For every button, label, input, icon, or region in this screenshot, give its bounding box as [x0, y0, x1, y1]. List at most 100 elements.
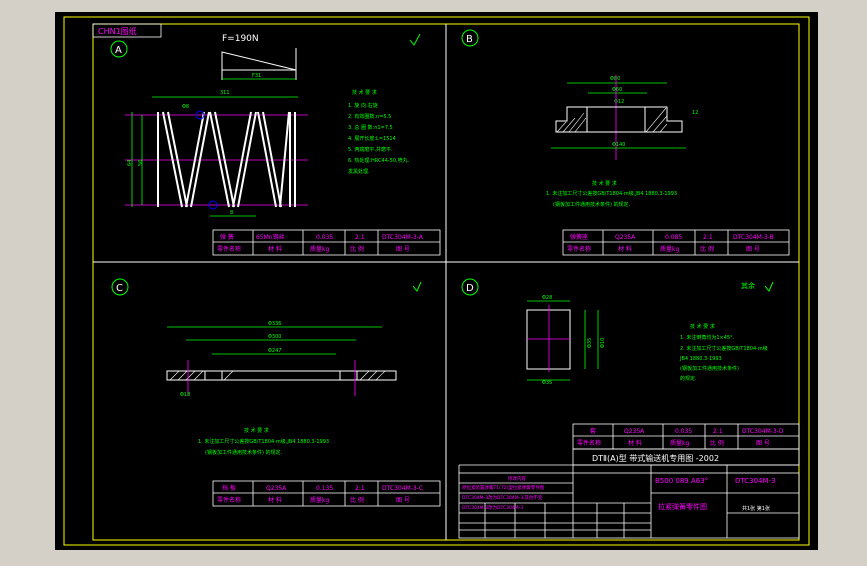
svg-text:图 号: 图 号 [756, 440, 770, 447]
svg-text:4. 展开长度:L=1514: 4. 展开长度:L=1514 [348, 135, 396, 142]
svg-text:DTC304M-3改为DTC304M-3,其他不变: DTC304M-3改为DTC304M-3,其他不变 [462, 494, 543, 501]
svg-text:弹簧座: 弹簧座 [570, 233, 588, 241]
svg-text:6. 热处理:HRC44-50,喷丸.: 6. 热处理:HRC44-50,喷丸. [348, 157, 410, 164]
dim-inner-d: 50 [138, 160, 144, 166]
svg-text:2. 有效圈数:n=5.5: 2. 有效圈数:n=5.5 [348, 113, 391, 120]
svg-text:0.035: 0.035 [316, 234, 333, 241]
svg-text:比 例: 比 例 [350, 496, 364, 504]
drawing-number: DTC304M-3 [735, 477, 776, 485]
svg-text:套: 套 [590, 427, 596, 435]
svg-text:修改内容: 修改内容 [508, 475, 526, 482]
svg-text:DTC304M-3-C: DTC304M-3-C [382, 485, 423, 492]
svg-text:材 料: 材 料 [618, 245, 632, 253]
dim-total: 311 [220, 90, 230, 96]
sleeve-outline [526, 309, 571, 370]
svg-text:1. 未注倒角均为1×45°.: 1. 未注倒角均为1×45°. [680, 334, 735, 341]
title-block-b: 弹簧座 Q235A 0.085 2:1 DTC304M-3-B 零件名称 材 料… [562, 229, 790, 256]
view-marker-d: D [461, 278, 479, 296]
dim-outer-d: 64 [127, 160, 133, 166]
dim-f-len: F31 [252, 73, 261, 79]
main-title-block [458, 423, 800, 539]
svg-text:技 术 要 求: 技 术 要 求 [352, 89, 377, 96]
corner-tag-text: CHN1图纸 [98, 26, 137, 36]
drawing-name: 拉紧弹簧零件图 [658, 502, 707, 511]
view-marker-b: B [461, 29, 479, 47]
svg-text:技 术 要 求: 技 术 要 求 [690, 323, 715, 330]
dim-pitch: 8 [230, 210, 233, 216]
dim-d-bore: Φ10 [600, 338, 606, 348]
svg-text:质量kg: 质量kg [660, 245, 679, 253]
view-c-baffle-plate: Φ336 Φ300 Φ247 Φ18 技 术 要 求 1. 未注加工尺寸公差按G… [166, 281, 441, 507]
view-b-spring-seat: Φ80 Φ60 Φ12 Φ140 12 技 术 要 求 1. 未注加工尺寸公差按… [546, 75, 790, 256]
model-space-background [55, 12, 818, 550]
svg-text:材 料: 材 料 [268, 496, 282, 504]
roughness-check-a [409, 33, 421, 46]
view-marker-c: C [111, 278, 129, 296]
view-a-spring: F=190N F31 311 [125, 33, 441, 256]
svg-text:Q235A: Q235A [615, 234, 636, 241]
svg-text:图 号: 图 号 [396, 497, 410, 504]
svg-text:原拉紧装置弹簧T1(T2)型拉紧弹簧零件图: 原拉紧装置弹簧T1(T2)型拉紧弹簧零件图 [462, 484, 545, 491]
force-label: F=190N [222, 34, 259, 44]
corner-tag-box [92, 23, 162, 38]
spec-text: B500 089 A63° [655, 477, 708, 485]
svg-text:65Mn钢丝: 65Mn钢丝 [256, 233, 285, 241]
svg-text:D: D [466, 283, 474, 294]
view-d-sleeve: 其余 Φ28 Φ35 Φ10 Φ35 技 术 要 求 1. 未注倒角均为1×45… [526, 281, 774, 386]
svg-text:2:1: 2:1 [703, 234, 713, 241]
svg-text:比 例: 比 例 [350, 245, 364, 253]
svg-text:(钢板加工件通用技术条件) 的规定.: (钢板加工件通用技术条件) 的规定. [553, 201, 630, 208]
svg-text:B: B [466, 34, 473, 45]
svg-text:技 术 要 求: 技 术 要 求 [244, 427, 269, 434]
dim-b-height: 12 [692, 110, 698, 116]
svg-text:2:1: 2:1 [713, 428, 723, 435]
notes-d: 技 术 要 求 1. 未注倒角均为1×45°. 2. 未注加工尺寸公差按GB/T… [679, 323, 768, 382]
svg-text:零件名称: 零件名称 [217, 245, 241, 253]
svg-text:1. 未注加工尺寸公差按GB/T1804-m级,JB4 18: 1. 未注加工尺寸公差按GB/T1804-m级,JB4 1880.3-1993 [546, 190, 677, 197]
svg-text:发黑处理.: 发黑处理. [348, 168, 370, 175]
view-marker-a: A [110, 40, 128, 58]
svg-text:材 料: 材 料 [268, 245, 282, 253]
svg-text:DTC304M-3-A: DTC304M-3-A [382, 234, 424, 241]
roughness-d [764, 281, 774, 292]
svg-text:2:1: 2:1 [355, 234, 365, 241]
svg-text:质量kg: 质量kg [310, 245, 329, 253]
svg-text:0.135: 0.135 [316, 485, 333, 492]
notes-c: 技 术 要 求 1. 未注加工尺寸公差按GB/T1804-m级,JB4 1880… [198, 427, 329, 456]
dim-b-mid: Φ60 [612, 87, 622, 93]
seat-outline [555, 106, 683, 133]
svg-text:JB4 1880.3-1993: JB4 1880.3-1993 [679, 356, 722, 362]
svg-text:DTC304M-3-B: DTC304M-3-B [733, 234, 774, 241]
svg-text:0.085: 0.085 [665, 234, 682, 241]
project-title: DTⅡ(A)型 带式输送机专用图 -2002 [592, 453, 719, 463]
dim-wire: Φ8 [182, 104, 189, 110]
sheet-count: 共1张 第1张 [742, 505, 770, 512]
dim-b-base: Φ140 [612, 142, 625, 148]
svg-text:的规定.: 的规定. [680, 375, 697, 382]
svg-text:零件名称: 零件名称 [567, 245, 591, 253]
dim-c-mid: Φ300 [268, 334, 281, 340]
dim-d-bottom: Φ35 [542, 380, 552, 386]
svg-text:比 例: 比 例 [700, 245, 714, 253]
svg-text:零件名称: 零件名称 [217, 496, 241, 504]
svg-text:2. 未注加工尺寸公差按GB/T1804-m级: 2. 未注加工尺寸公差按GB/T1804-m级 [680, 345, 768, 352]
dim-d-top: Φ28 [542, 295, 552, 301]
revision-block: 修改内容 原拉紧装置弹簧T1(T2)型拉紧弹簧零件图 DTC304M-3改为DT… [462, 475, 545, 511]
title-block-a: 弹 簧 65Mn钢丝 0.035 2:1 DTC304M-3-A 零件名称 材 … [212, 229, 441, 256]
svg-text:C: C [116, 283, 123, 294]
svg-text:1. 未注加工尺寸公差按GB/T1804-m级,JB4 18: 1. 未注加工尺寸公差按GB/T1804-m级,JB4 1880.3-1993 [198, 438, 329, 445]
svg-text:质量kg: 质量kg [310, 496, 329, 504]
plate-outline [166, 370, 397, 381]
svg-text:(钢板加工件通用技术条件): (钢板加工件通用技术条件) [680, 365, 739, 372]
svg-text:材 料: 材 料 [628, 439, 642, 447]
dim-c-thick: Φ18 [180, 392, 190, 398]
svg-text:DTC304M-3改为DTC304M-3: DTC304M-3改为DTC304M-3 [462, 504, 523, 511]
svg-text:3. 总 圈 数:n1=7.5: 3. 总 圈 数:n1=7.5 [348, 124, 393, 131]
dim-d-height: Φ35 [587, 338, 593, 348]
dim-b-top: Φ80 [610, 76, 620, 82]
spring-coils [157, 111, 296, 208]
dim-c-inner: Φ247 [268, 348, 281, 354]
svg-text:质量kg: 质量kg [670, 439, 689, 447]
svg-text:5. 两端磨平,并磨平.: 5. 两端磨平,并磨平. [348, 146, 393, 153]
svg-text:Q235A: Q235A [266, 485, 287, 492]
